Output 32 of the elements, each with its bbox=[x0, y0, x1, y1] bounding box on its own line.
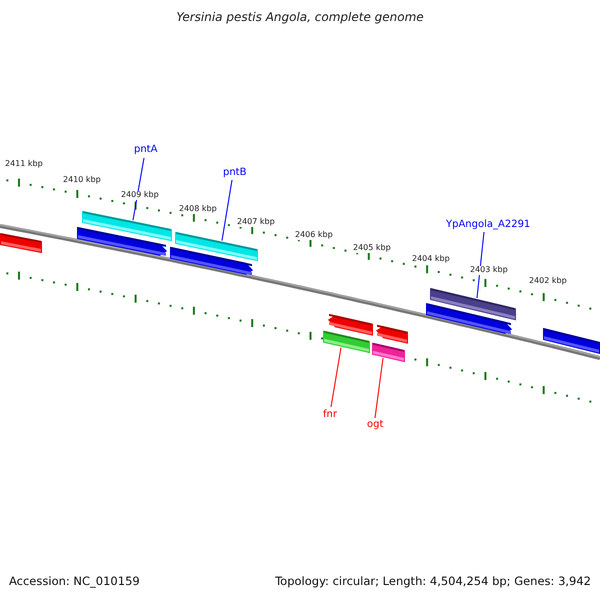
scale-label: 2403 kbp bbox=[470, 266, 508, 275]
gene-label: pntA bbox=[134, 144, 158, 155]
leader-line bbox=[330, 347, 342, 408]
gene-label: fnr bbox=[323, 409, 337, 420]
leader-line bbox=[374, 358, 384, 418]
scale-label: 2405 kbp bbox=[353, 244, 391, 253]
gene-label: pntB bbox=[223, 167, 246, 178]
leader-line bbox=[222, 180, 232, 242]
scale-label: 2410 kbp bbox=[63, 176, 101, 185]
footer-text: Topology: circular; Length: 4,504,254 bp; Genes: 3,942 bbox=[275, 575, 591, 588]
scale-label: 2402 kbp bbox=[529, 277, 567, 286]
gene-bar bbox=[0, 233, 42, 254]
leader-line bbox=[132, 158, 144, 221]
scale-label: 2406 kbp bbox=[295, 231, 333, 240]
leader-line bbox=[476, 232, 484, 298]
gene-bar bbox=[323, 330, 370, 354]
gene-block bbox=[77, 226, 167, 256]
scale-label: 2411 kbp bbox=[5, 160, 43, 169]
gene-block bbox=[376, 324, 408, 344]
gene-block bbox=[328, 314, 373, 336]
gene-label: ogt bbox=[367, 419, 384, 430]
diagram-title: Yersinia pestis Angola, complete genome bbox=[175, 11, 425, 24]
gene-block bbox=[170, 246, 253, 276]
scale-label: 2409 kbp bbox=[121, 191, 159, 200]
gene-bar bbox=[372, 342, 405, 362]
scale-label: 2408 kbp bbox=[179, 205, 217, 214]
gene-bar bbox=[543, 328, 600, 354]
footer-text: Accession: NC_010159 bbox=[9, 575, 140, 588]
scale-label: 2407 kbp bbox=[237, 218, 275, 227]
scale-label: 2404 kbp bbox=[412, 255, 450, 264]
gene-block bbox=[426, 303, 512, 334]
gene-label: YpAngola_A2291 bbox=[446, 219, 530, 230]
